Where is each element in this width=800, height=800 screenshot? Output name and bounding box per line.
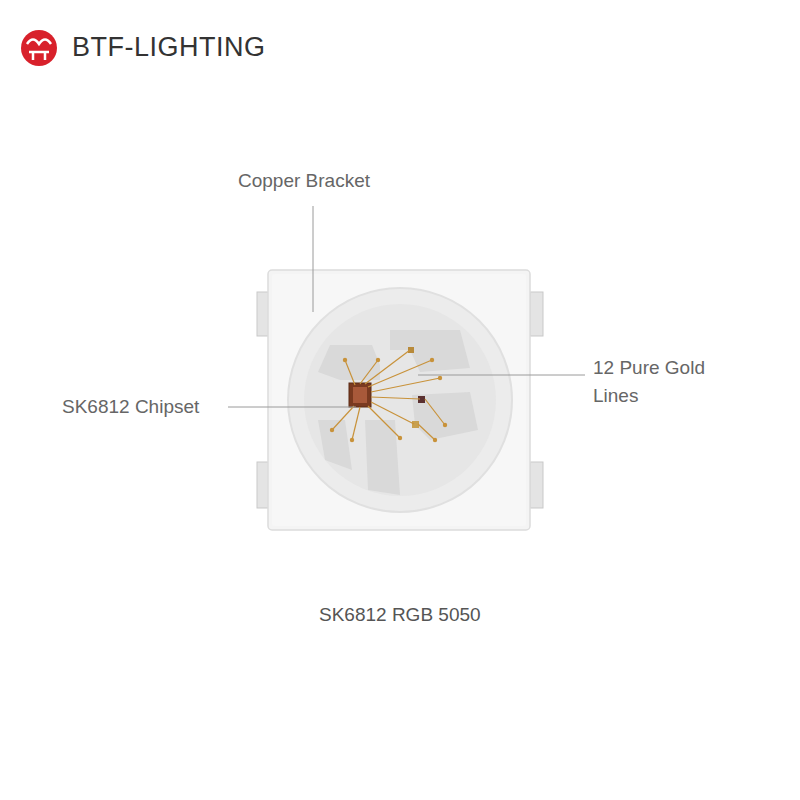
reflector-ring [288, 288, 512, 512]
part-label: SK6812 Chipset [62, 396, 199, 418]
caption: SK6812 RGB 5050 [319, 604, 481, 626]
leader-lines [228, 206, 585, 407]
part-label: Copper Bracket [238, 170, 370, 192]
copper-bracket-body [268, 270, 530, 530]
chip-die [353, 387, 367, 403]
logo-icon [21, 30, 57, 66]
lead-frame-pads [318, 330, 478, 495]
bond-dots [330, 358, 447, 442]
reflector-cup [304, 304, 496, 496]
gold-wires [332, 350, 445, 440]
body-face [272, 274, 526, 526]
sk6812-chip [349, 383, 371, 407]
brand-logo: BTF-LIGHTING [72, 32, 266, 63]
led-die [408, 347, 414, 353]
part-label: 12 Pure Gold Lines [593, 354, 743, 410]
